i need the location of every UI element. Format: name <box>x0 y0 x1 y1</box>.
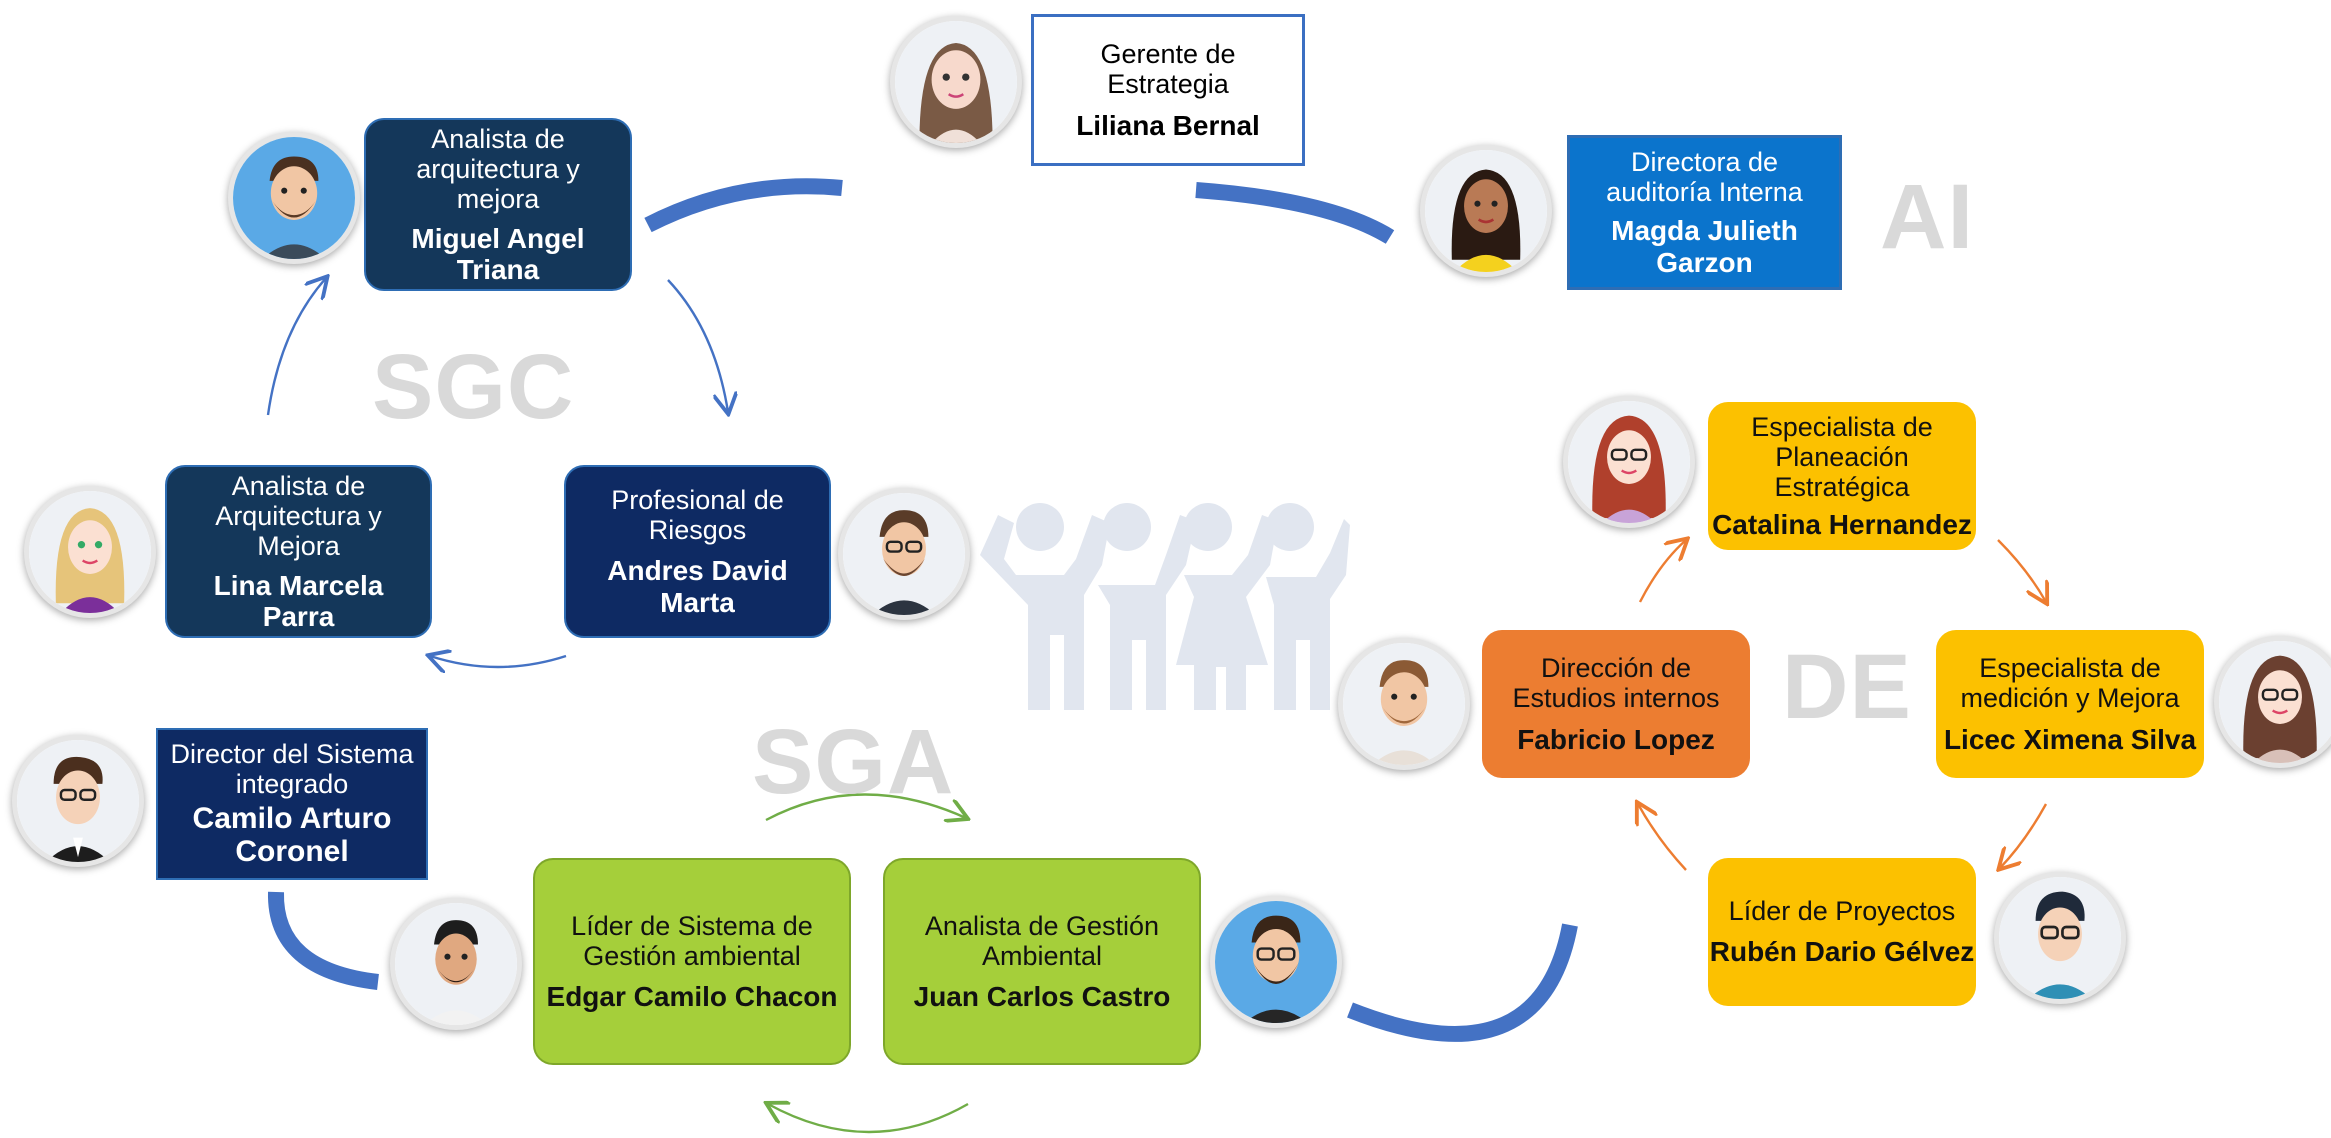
avatar-fabricio-lopez <box>1338 638 1470 770</box>
connector-sga-de <box>1347 923 1578 1042</box>
role-label: Analista de arquitectura y mejora <box>416 123 580 215</box>
avatar-licec-silva <box>2214 636 2331 768</box>
arrow-licec-to-ruben <box>2000 803 2048 868</box>
person-avatar-icon <box>1999 877 2121 999</box>
person-avatar-icon <box>2219 641 2331 763</box>
role-label: Especialista de Planeación Estratégica <box>1751 411 1933 503</box>
group-label-sgc: SGC <box>372 336 575 438</box>
node-directora-auditoria: Directora de auditoría Interna Magda Jul… <box>1567 135 1842 290</box>
people-group-icon <box>980 503 1350 710</box>
group-label-sga: SGA <box>752 711 955 813</box>
connector-sgc-gerente <box>644 178 843 233</box>
name-label: Andres David Marta <box>607 555 788 618</box>
name-label: Rubén Dario Gélvez <box>1709 936 1975 968</box>
person-avatar-icon <box>843 493 965 615</box>
name-label: Edgar Camilo Chacon <box>546 981 838 1013</box>
person-avatar-icon <box>29 491 151 613</box>
node-director-sistema: Director del Sistema integrado Camilo Ar… <box>156 728 428 880</box>
arrow-catalina-to-licec <box>1997 539 2046 602</box>
arrow-miguel-to-andres <box>667 279 728 412</box>
connector-director-sga <box>267 891 379 990</box>
avatar-camilo-coronel <box>12 735 144 867</box>
avatar-lina-parra <box>24 486 156 618</box>
node-analista-sga: Analista de Gestión Ambiental Juan Carlo… <box>883 858 1201 1065</box>
name-label: Fabricio Lopez <box>1517 723 1715 755</box>
person-avatar-icon <box>1568 401 1690 523</box>
person-avatar-icon <box>1425 150 1547 272</box>
arrow-sga-bottom <box>768 1104 969 1134</box>
role-label: Analista de Gestión Ambiental <box>924 910 1160 971</box>
name-label: Miguel Angel Triana <box>411 222 585 285</box>
role-label: Directora de auditoría Interna <box>1606 146 1803 208</box>
name-label: Catalina Hernandez <box>1712 508 1972 540</box>
node-analista-miguel: Analista de arquitectura y mejora Miguel… <box>364 118 632 291</box>
node-especialista-medicion: Especialista de medición y Mejora Licec … <box>1936 630 2204 778</box>
avatar-liliana-bernal <box>890 16 1022 148</box>
avatar-magda-garzon <box>1420 145 1552 277</box>
name-label: Liliana Bernal <box>1076 109 1260 141</box>
person-avatar-icon <box>1215 901 1337 1023</box>
name-label: Licec Ximena Silva <box>1943 723 2197 755</box>
avatar-juan-castro <box>1210 896 1342 1028</box>
role-label: Gerente de Estrategia <box>1100 39 1236 100</box>
role-label: Especialista de medición y Mejora <box>1960 653 2180 714</box>
name-label: Lina Marcela Parra <box>213 569 384 632</box>
role-label: Director del Sistema integrado <box>170 739 414 800</box>
avatar-edgar-chacon <box>390 898 522 1030</box>
connector-gerente-ai <box>1195 182 1395 244</box>
person-avatar-icon <box>895 21 1017 143</box>
avatar-miguel-triana <box>228 132 360 264</box>
node-analista-lina: Analista de Arquitectura y Mejora Lina M… <box>165 465 432 638</box>
group-label-ai: AI <box>1880 166 1974 268</box>
role-label: Líder de Proyectos <box>1728 896 1956 927</box>
node-especialista-planeacion: Especialista de Planeación Estratégica C… <box>1708 402 1976 550</box>
arrow-sga-top <box>765 793 966 820</box>
person-avatar-icon <box>17 740 139 862</box>
name-label: Magda Julieth Garzon <box>1611 215 1798 278</box>
name-label: Juan Carlos Castro <box>913 981 1171 1013</box>
node-gerente-estrategia: Gerente de Estrategia Liliana Bernal <box>1031 14 1305 166</box>
arrow-fabricio-to-catalina <box>1638 540 1686 603</box>
person-avatar-icon <box>1343 643 1465 765</box>
role-label: Líder de Sistema de Gestión ambiental <box>571 910 813 971</box>
person-avatar-icon <box>395 903 517 1025</box>
group-label-de: DE <box>1782 636 1912 738</box>
name-label: Camilo Arturo Coronel <box>192 801 392 869</box>
role-label: Analista de Arquitectura y Mejora <box>215 470 382 562</box>
node-profesional-riesgos: Profesional de Riesgos Andres David Mart… <box>564 465 831 638</box>
arrow-andres-to-lina <box>430 656 567 667</box>
role-label: Dirección de Estudios internos <box>1512 653 1720 714</box>
arrow-lina-to-miguel <box>266 278 326 416</box>
avatar-andres-marta <box>838 488 970 620</box>
avatar-ruben-gelvez <box>1994 872 2126 1004</box>
role-label: Profesional de Riesgos <box>611 484 784 546</box>
node-lider-proyectos: Líder de Proyectos Rubén Dario Gélvez <box>1708 858 1976 1006</box>
arrow-ruben-to-fabricio <box>1638 804 1687 871</box>
person-avatar-icon <box>233 137 355 259</box>
node-direccion-estudios: Dirección de Estudios internos Fabricio … <box>1482 630 1750 778</box>
node-lider-sga: Líder de Sistema de Gestión ambiental Ed… <box>533 858 851 1065</box>
avatar-catalina-hernandez <box>1563 396 1695 528</box>
